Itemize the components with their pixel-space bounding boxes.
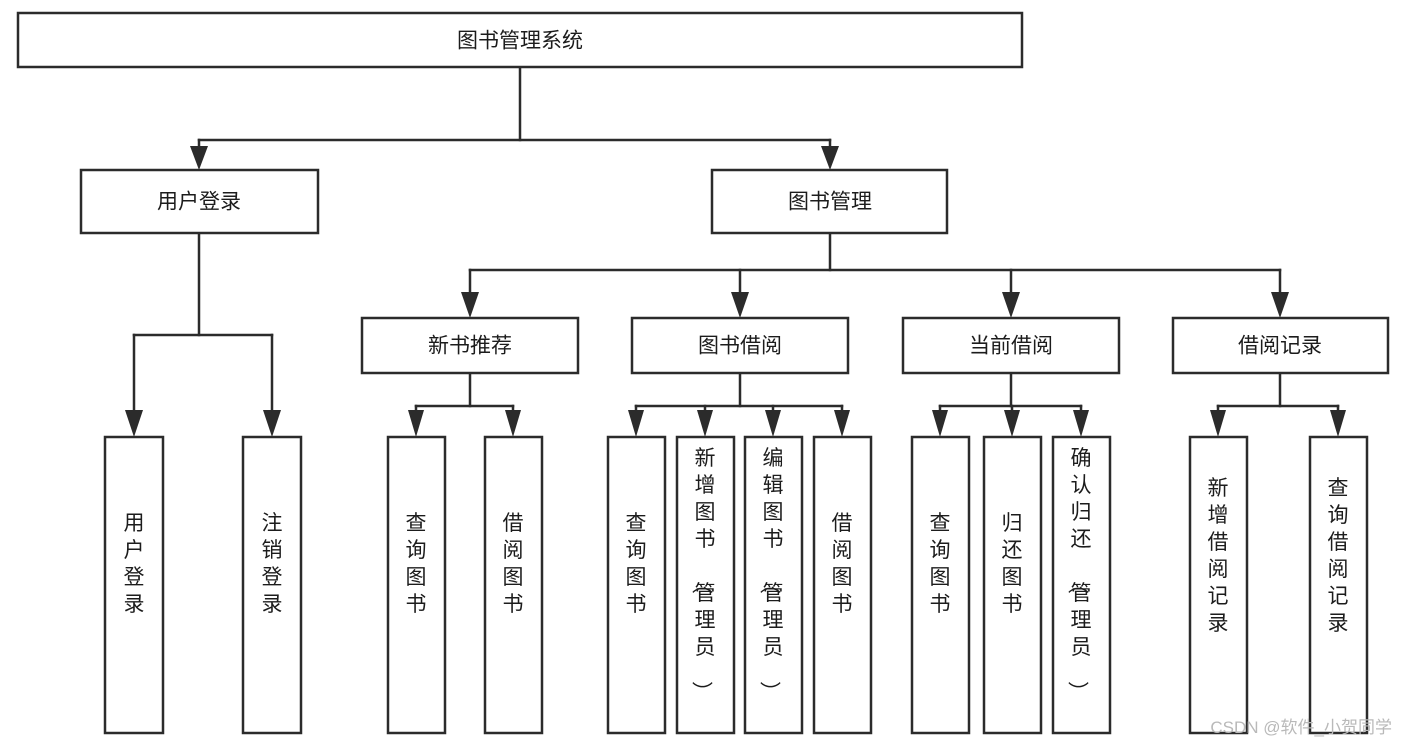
node-leaf-confirm-return[interactable]: 确认归还（管理员） (1051, 435, 1112, 735)
node-root-box[interactable] (16, 11, 1024, 69)
arrow-head-leaf-query-record (1330, 410, 1346, 437)
node-book-borrow-box[interactable] (630, 316, 850, 375)
node-leaf-user-login[interactable]: 用户登录 (103, 435, 165, 735)
node-leaf-logout-label: 注销登录 (262, 512, 283, 616)
arrow-head-leaf-logout (263, 410, 281, 437)
arrow-head-leaf-query-book-1 (408, 410, 424, 437)
arrow-head-leaf-query-book-2 (628, 410, 644, 437)
arrow-head-leaf-confirm-return (1073, 410, 1089, 437)
node-leaf-borrow-book-2-box[interactable] (812, 435, 873, 735)
node-leaf-query-book-2[interactable]: 查询图书 (606, 435, 667, 735)
node-new-book-rec-box[interactable] (360, 316, 580, 375)
node-new-book-rec-label: 新书推荐 (428, 335, 512, 358)
node-leaf-confirm-return-label: 确认归还（管理员） (1066, 447, 1092, 702)
node-leaf-add-book-box[interactable] (675, 435, 736, 735)
arrow-head-borrow-record (1271, 292, 1289, 318)
node-leaf-return-book-label: 归还图书 (1002, 512, 1023, 616)
node-user-login-box[interactable] (79, 168, 320, 235)
node-leaf-borrow-book-1[interactable]: 借阅图书 (483, 435, 544, 735)
arrow-head-leaf-user-login (125, 410, 143, 437)
node-current-borrow[interactable]: 当前借阅 (901, 316, 1121, 375)
node-current-borrow-label: 当前借阅 (969, 335, 1053, 358)
arrow-head-leaf-query-book-3 (932, 410, 948, 437)
node-leaf-add-record-box[interactable] (1188, 435, 1249, 735)
csdn-watermark: CSDN @软件_小贺同学 (1210, 718, 1392, 737)
node-leaf-borrow-book-2-label: 借阅图书 (832, 512, 853, 616)
node-root[interactable]: 图书管理系统 (16, 11, 1024, 69)
node-leaf-query-book-2-label: 查询图书 (626, 512, 647, 616)
node-leaf-confirm-return-box[interactable] (1051, 435, 1112, 735)
node-leaf-query-book-1[interactable]: 查询图书 (386, 435, 447, 735)
node-leaf-borrow-book-2[interactable]: 借阅图书 (812, 435, 873, 735)
node-leaf-query-record[interactable]: 查询借阅记录 (1308, 435, 1369, 735)
node-leaf-query-book-2-box[interactable] (606, 435, 667, 735)
node-leaf-query-record-box[interactable] (1308, 435, 1369, 735)
arrow-head-leaf-add-record (1210, 410, 1226, 437)
node-user-login[interactable]: 用户登录 (79, 168, 320, 235)
node-borrow-record-box[interactable] (1171, 316, 1390, 375)
node-leaf-edit-book-box[interactable] (743, 435, 804, 735)
arrow-head-book-manage (821, 146, 839, 170)
arrow-head-leaf-borrow-book-2 (834, 410, 850, 437)
node-leaf-user-login-box[interactable] (103, 435, 165, 735)
arrow-head-leaf-edit-book (765, 410, 781, 437)
node-borrow-record[interactable]: 借阅记录 (1171, 316, 1390, 375)
node-leaf-query-book-1-label: 查询图书 (406, 512, 427, 616)
node-leaf-add-record[interactable]: 新增借阅记录 (1188, 435, 1249, 735)
node-leaf-add-record-label: 新增借阅记录 (1208, 477, 1229, 635)
node-current-borrow-box[interactable] (901, 316, 1121, 375)
node-root-label: 图书管理系统 (457, 30, 583, 53)
node-leaf-add-book-label: 新增图书（管理员） (690, 447, 716, 702)
node-leaf-logout-box[interactable] (241, 435, 303, 735)
node-book-manage-box[interactable] (710, 168, 949, 235)
node-book-manage[interactable]: 图书管理 (710, 168, 949, 235)
node-leaf-borrow-book-1-label: 借阅图书 (503, 512, 524, 616)
leaf-node-layer: 用户登录 注销登录 查询图书 借阅图书 查询图书 新增图书（管理员） (103, 435, 1369, 735)
node-leaf-query-book-1-box[interactable] (386, 435, 447, 735)
node-leaf-query-book-3[interactable]: 查询图书 (910, 435, 971, 735)
node-leaf-borrow-book-1-box[interactable] (483, 435, 544, 735)
arrow-head-leaf-return-book (1004, 410, 1020, 437)
node-book-manage-label: 图书管理 (788, 191, 872, 214)
node-user-login-label: 用户登录 (157, 191, 241, 214)
node-leaf-query-book-3-label: 查询图书 (930, 512, 951, 616)
node-leaf-edit-book[interactable]: 编辑图书（管理员） (743, 435, 804, 735)
node-new-book-rec[interactable]: 新书推荐 (360, 316, 580, 375)
arrow-head-user-login (190, 146, 208, 170)
node-leaf-edit-book-label: 编辑图书（管理员） (758, 447, 784, 702)
arrow-head-current-borrow (1002, 292, 1020, 318)
arrow-head-leaf-add-book (697, 410, 713, 437)
node-leaf-user-login-label: 用户登录 (124, 512, 145, 616)
node-leaf-query-book-3-box[interactable] (910, 435, 971, 735)
arrow-head-new-book-rec (461, 292, 479, 318)
node-leaf-add-book[interactable]: 新增图书（管理员） (675, 435, 736, 735)
node-leaf-logout[interactable]: 注销登录 (241, 435, 303, 735)
node-leaf-return-book-box[interactable] (982, 435, 1043, 735)
node-leaf-query-record-label: 查询借阅记录 (1328, 477, 1349, 635)
arrow-head-book-borrow (731, 292, 749, 318)
node-leaf-return-book[interactable]: 归还图书 (982, 435, 1043, 735)
arrow-head-leaf-borrow-book-1 (505, 410, 521, 437)
node-borrow-record-label: 借阅记录 (1238, 335, 1322, 358)
connector-layer (125, 65, 1346, 437)
node-book-borrow[interactable]: 图书借阅 (630, 316, 850, 375)
node-book-borrow-label: 图书借阅 (698, 335, 782, 358)
